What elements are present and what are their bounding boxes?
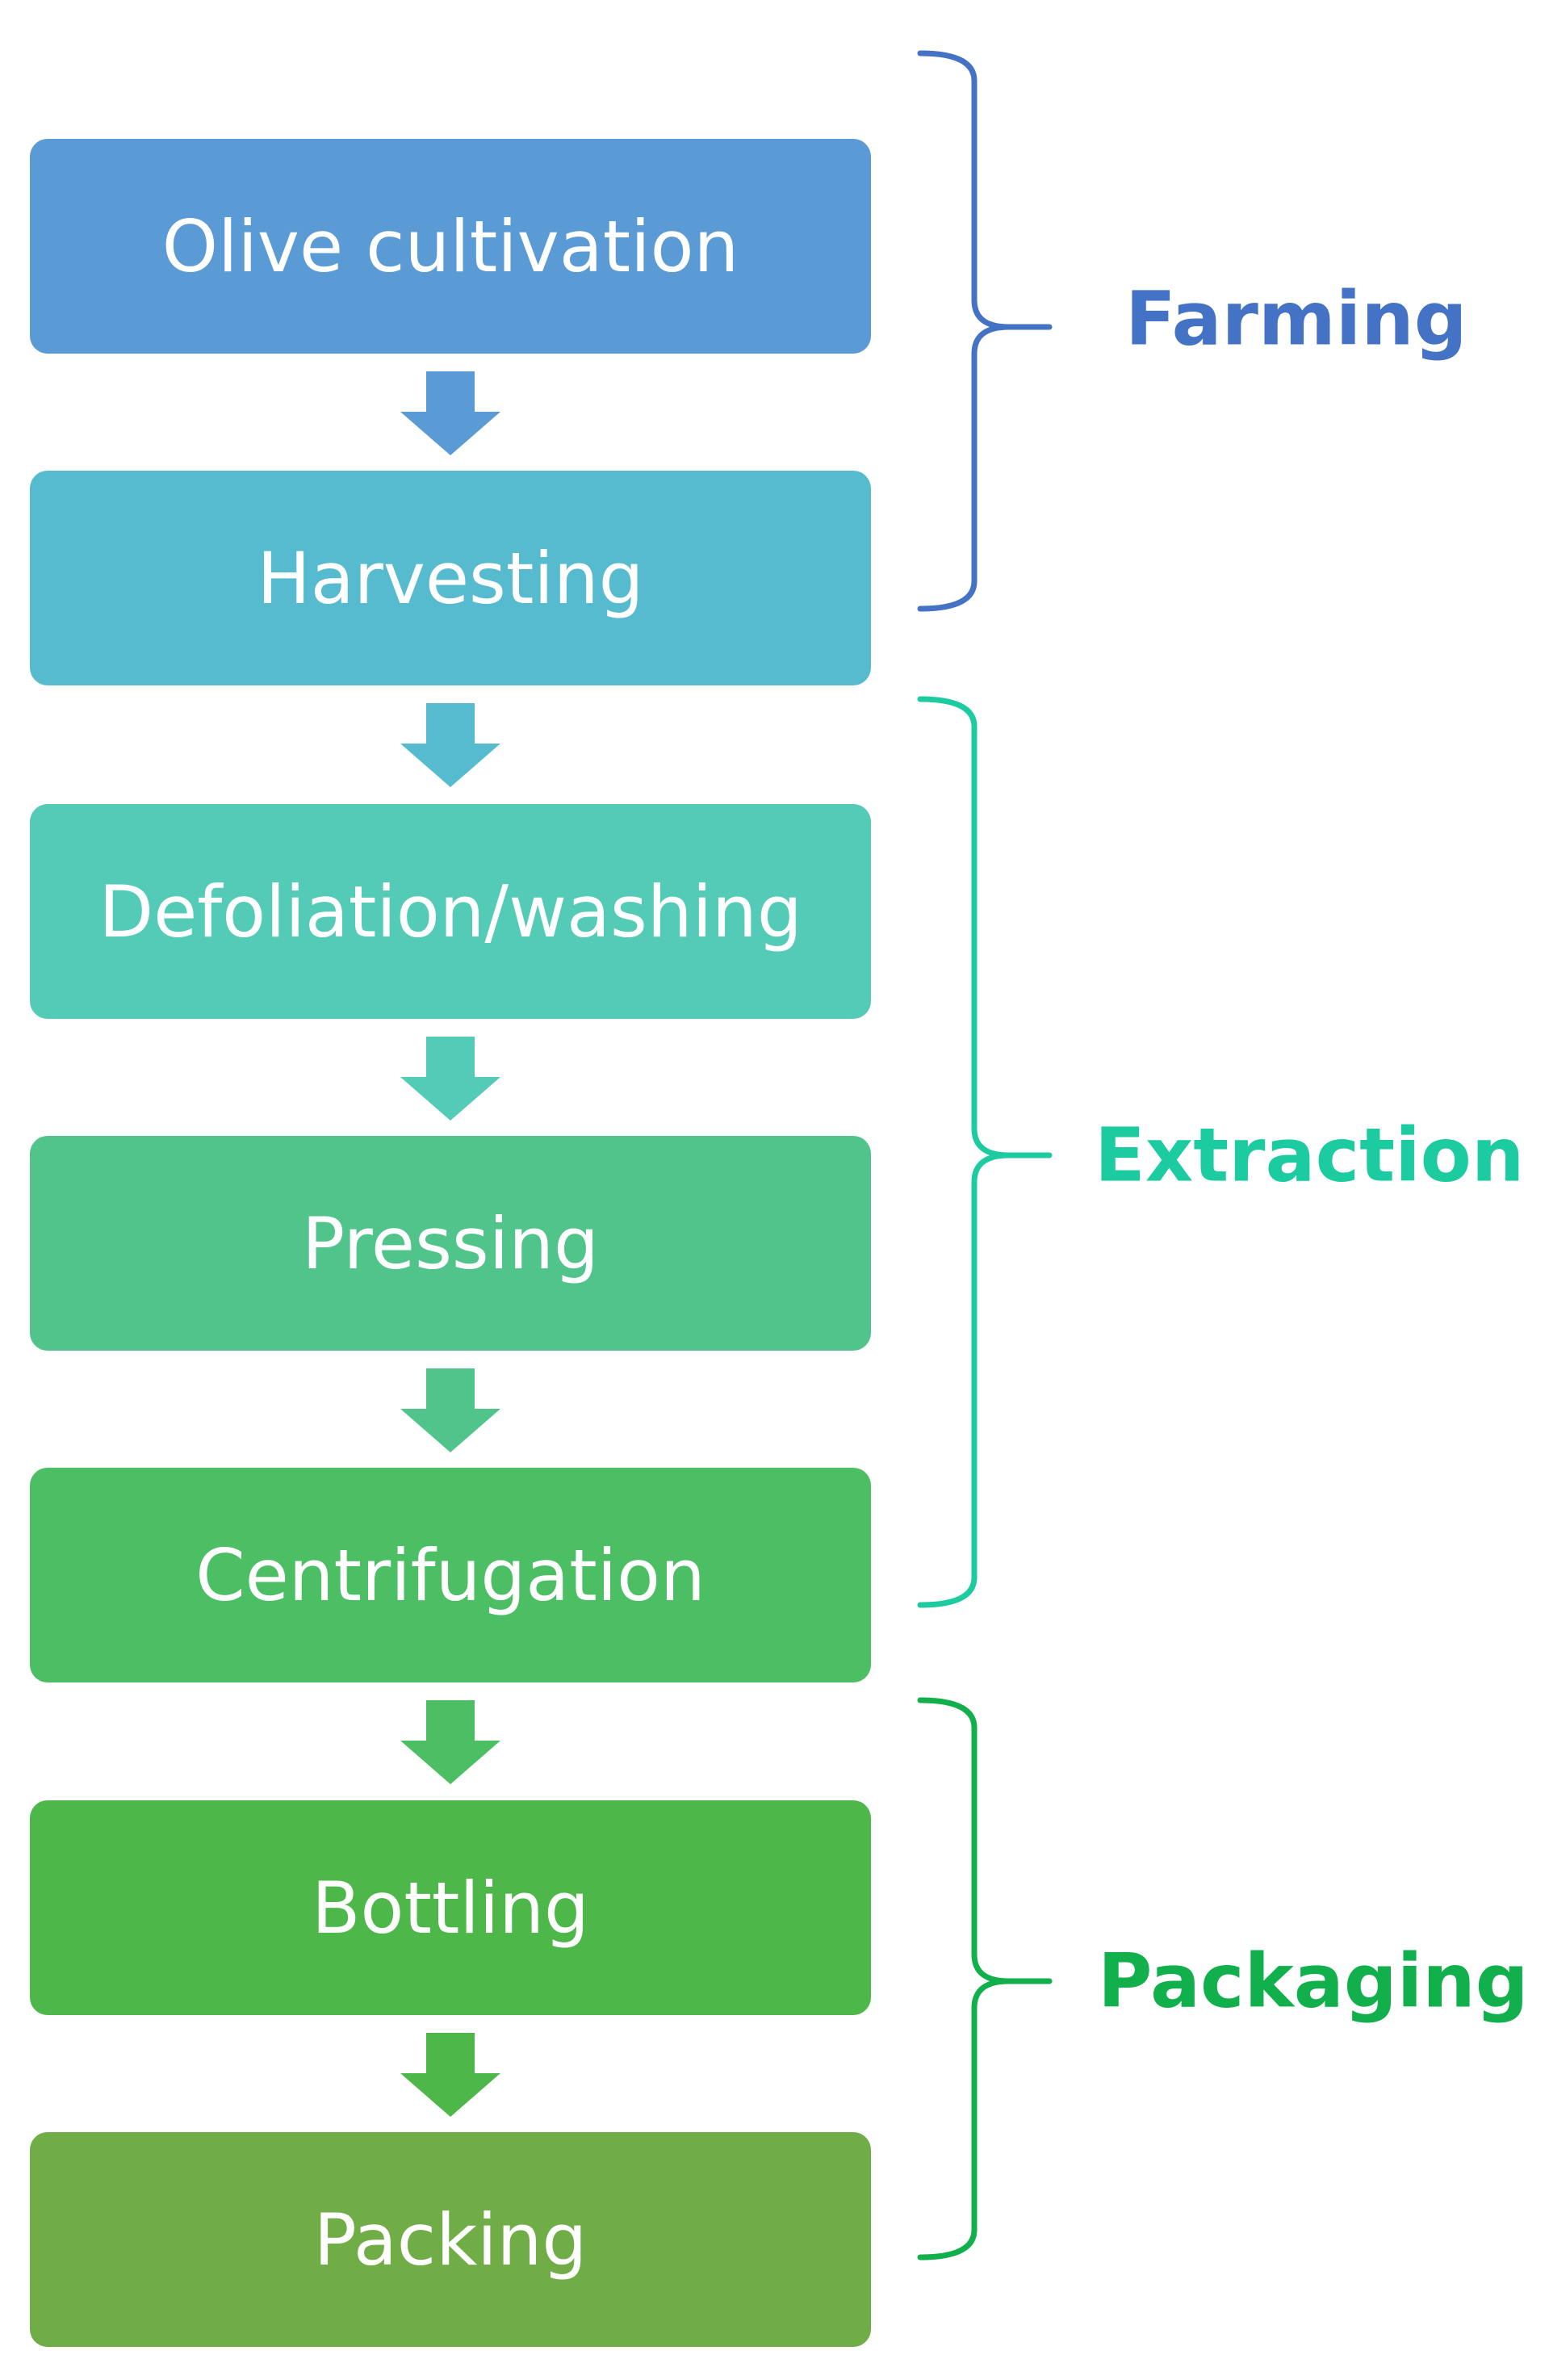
down-arrow-icon: [400, 703, 500, 787]
down-arrow-icon: [400, 371, 500, 455]
farming-bracket: [917, 50, 1053, 612]
step-defoliation-washing: Defoliation/washing: [30, 804, 871, 1019]
step-packing: Packing: [30, 2132, 871, 2347]
down-arrow-icon: [400, 1700, 500, 1784]
group-label-extraction: Extraction: [1095, 1112, 1525, 1199]
step-bottling: Bottling: [30, 1800, 871, 2015]
down-arrow-icon: [400, 2033, 500, 2117]
step-harvesting: Harvesting: [30, 471, 871, 685]
step-centrifugation: Centrifugation: [30, 1468, 871, 1682]
group-label-farming: Farming: [1125, 275, 1467, 362]
down-arrow-icon: [400, 1037, 500, 1121]
group-label-packaging: Packaging: [1098, 1938, 1529, 2025]
step-pressing: Pressing: [30, 1136, 871, 1351]
down-arrow-icon: [400, 1368, 500, 1452]
step-olive-cultivation: Olive cultivation: [30, 139, 871, 354]
extraction-bracket: [917, 696, 1053, 1608]
packaging-bracket: [917, 1697, 1053, 2261]
